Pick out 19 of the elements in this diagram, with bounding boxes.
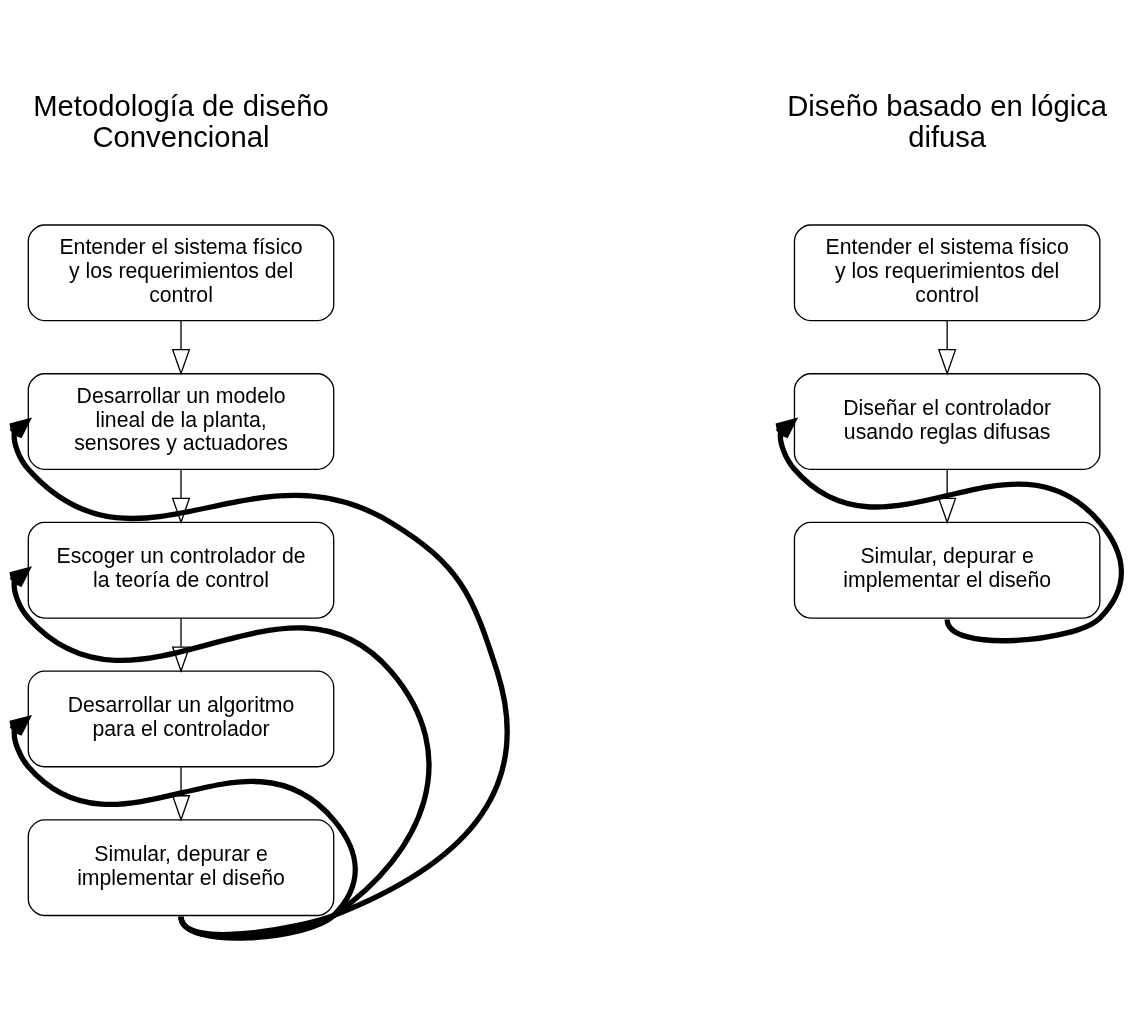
arrow: [937, 468, 957, 525]
node-box: Desarrollar un algoritmo para el controlador: [27, 670, 335, 768]
arrow: [171, 617, 191, 673]
arrow: [8, 418, 510, 938]
node-box: Desarrollar un modelo lineal de la planta, sensores y actuadores: [27, 373, 335, 470]
node-box: Diseñar el controlador usando reglas difusas: [793, 373, 1101, 470]
node-box: Simular, depurar e implementar el diseño: [793, 521, 1101, 619]
node-box: Entender el sistema físico y los requerimientos del control: [793, 224, 1101, 322]
arrow: [8, 716, 358, 941]
label: Diseño basado en lógica difusa: [787, 89, 1108, 154]
arrow: [937, 320, 957, 376]
arrow: [8, 567, 432, 940]
arrow: [171, 468, 191, 525]
arrow: [171, 766, 191, 822]
arrow: [171, 320, 191, 376]
node-box: Escoger un controlador de la teoría de control: [27, 521, 335, 619]
node-box: Entender el sistema físico y los requerimientos del control: [27, 224, 335, 322]
node-box: Simular, depurar e implementar el diseño: [27, 819, 335, 917]
label: Metodología de diseño Convencional: [33, 89, 329, 154]
